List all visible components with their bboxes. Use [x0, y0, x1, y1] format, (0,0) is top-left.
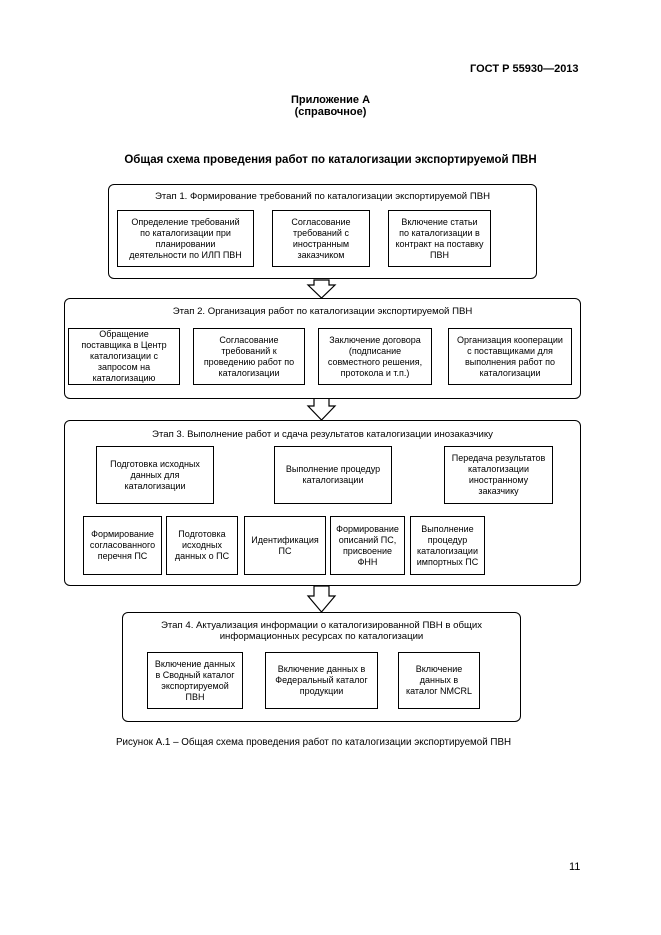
- stage-1-box-1: Определение требований по каталогизации …: [117, 210, 254, 267]
- block-arrow-1-2: [306, 279, 337, 299]
- stage-4-box-1: Включение данных в Сводный каталог экспо…: [147, 652, 243, 709]
- stage-1-box-2: Согласование требований с иностранным за…: [272, 210, 370, 267]
- diagram-title: Общая схема проведения работ по каталоги…: [124, 154, 537, 166]
- stage-3-center-sub-3: Выполнение процедур каталогизации импорт…: [410, 516, 485, 575]
- stage-3-center-sub-2: Формирование описаний ПС, присвоение ФНН: [330, 516, 405, 575]
- stage-2-box-4: Организация кооперации с поставщиками дл…: [448, 328, 572, 385]
- stage-3-center-sub-1: Идентификация ПС: [244, 516, 326, 575]
- stage-3-transfer-box: Передача результатов каталогизации иност…: [444, 446, 553, 504]
- stage-4-box-2: Включение данных в Федеральный каталог п…: [265, 652, 378, 709]
- stage-1-title: Этап 1. Формирование требований по катал…: [154, 191, 491, 202]
- appendix-type: (справочное): [294, 106, 367, 118]
- stage-3-title: Этап 3. Выполнение работ и сдача результ…: [152, 429, 493, 440]
- stage-4-box-3: Включение данных в каталог NMCRL: [398, 652, 480, 709]
- stage-1-box-3: Включение статьи по каталогизации в конт…: [388, 210, 491, 267]
- stage-2-box-1: Обращение поставщика в Центр каталогизац…: [68, 328, 180, 385]
- figure-caption: Рисунок А.1 – Общая схема проведения раб…: [116, 737, 512, 748]
- stage-3-left-sub-1: Формирование согласованного перечня ПС: [83, 516, 162, 575]
- stage-2-box-3: Заключение договора (подписание совместн…: [318, 328, 432, 385]
- stage-3-prep-box: Подготовка исходных данных для каталогиз…: [96, 446, 214, 504]
- stage-2-box-2: Согласование требований к проведению раб…: [193, 328, 305, 385]
- stage-3-left-sub-2: Подготовка исходных данных о ПС: [166, 516, 238, 575]
- stage-4-title: Этап 4. Актуализация информации о катало…: [160, 620, 482, 642]
- block-arrow-3-4: [306, 585, 337, 613]
- page-number: 11: [569, 861, 581, 873]
- stage-3-procedures-box: Выполнение процедур каталогизации: [274, 446, 392, 504]
- stage-2-title: Этап 2. Организация работ по каталогизац…: [172, 306, 473, 317]
- block-arrow-2-3: [306, 397, 337, 421]
- appendix-label: Приложение А: [290, 94, 371, 106]
- standard-code: ГОСТ Р 55930—2013: [470, 63, 579, 75]
